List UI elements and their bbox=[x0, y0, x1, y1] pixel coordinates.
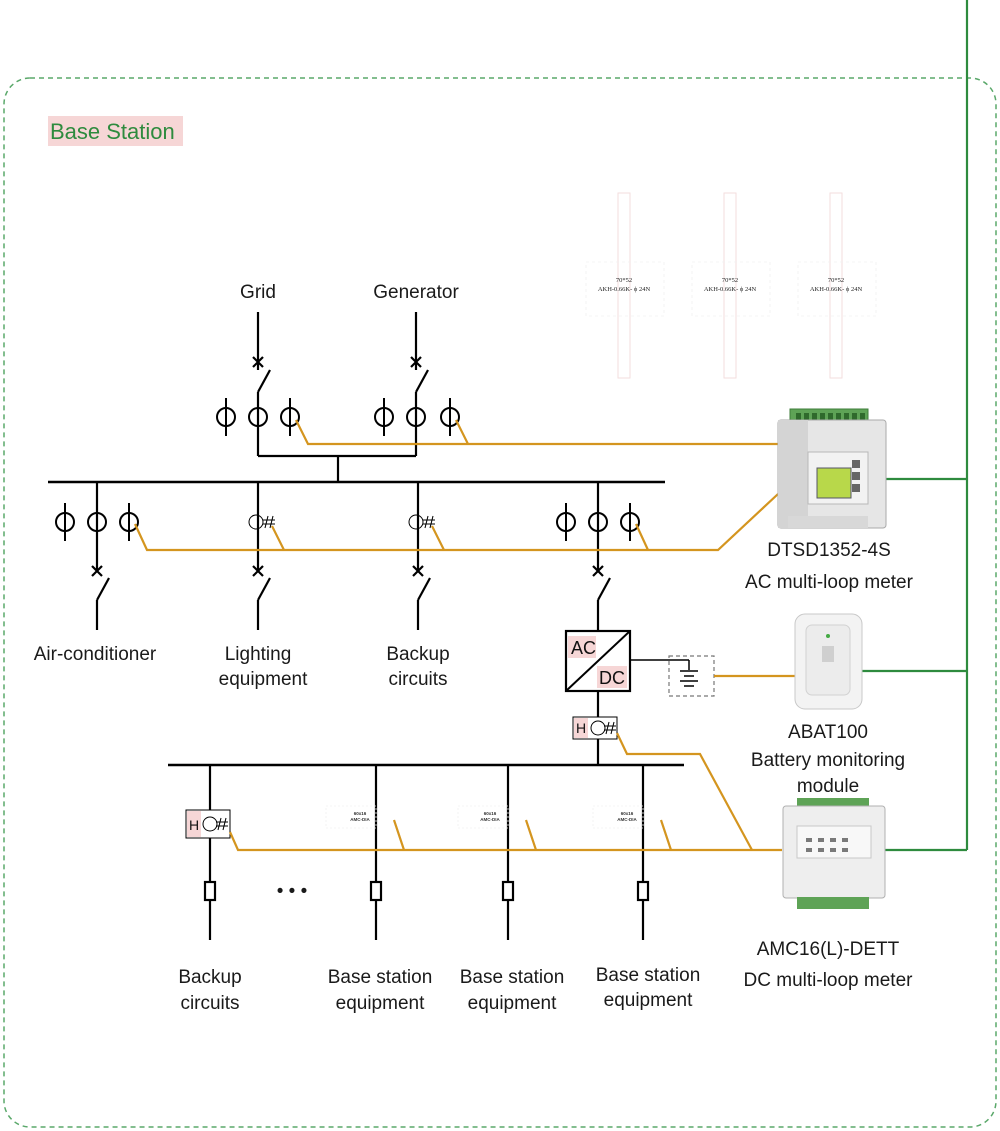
rectifier-ct-set bbox=[556, 503, 640, 541]
grid-ct-set bbox=[216, 398, 300, 436]
svg-text:AMC-DIA: AMC-DIA bbox=[617, 817, 637, 822]
svg-text:AMC-DIA: AMC-DIA bbox=[350, 817, 370, 822]
abat-desc-label-line1: Battery monitoring bbox=[751, 750, 905, 771]
diagram-title: Base Station bbox=[50, 119, 175, 144]
lighting-label-line1: Lighting bbox=[225, 644, 292, 665]
backup-dc-label-line1: Backup bbox=[178, 967, 241, 988]
abat-model-label: ABAT100 bbox=[788, 722, 868, 743]
air-conditioner-ct-set bbox=[55, 503, 139, 541]
svg-text:AKH-0.66K- ϕ 24N: AKH-0.66K- ϕ 24N bbox=[598, 286, 651, 293]
dc-sensor-placeholder-2: 60x16 AMC-DIA bbox=[457, 805, 509, 829]
dc-sensor-placeholder-1: 60x16 AMC-DIA bbox=[325, 805, 377, 829]
amc16-device bbox=[782, 798, 886, 909]
backup-ac-ct bbox=[408, 514, 435, 530]
backup-ac-label-line1: Backup bbox=[386, 644, 449, 665]
ac-dc-converter: AC DC bbox=[564, 629, 632, 693]
base-station-2-label-line1: Base station bbox=[460, 967, 565, 988]
svg-text:60x16: 60x16 bbox=[484, 811, 497, 816]
dc-sensor-placeholder-3: 60x16 AMC-DIA bbox=[592, 805, 644, 829]
ct-placeholder-2: 70*52 AKH-0.66K- ϕ 24N bbox=[691, 192, 771, 379]
ct-placeholder-1: 70*52 AKH-0.66K- ϕ 24N bbox=[585, 192, 665, 379]
svg-text:70*52: 70*52 bbox=[722, 277, 738, 284]
dc-ellipsis: • • • bbox=[277, 881, 308, 902]
backup-ac-label-line2: circuits bbox=[388, 669, 447, 690]
grid-label: Grid bbox=[240, 282, 276, 303]
converter-ac-label: AC bbox=[571, 638, 596, 658]
svg-text:60x16: 60x16 bbox=[621, 811, 634, 816]
amc-desc-label: DC multi-loop meter bbox=[744, 970, 914, 991]
base-station-1-label-line1: Base station bbox=[328, 967, 433, 988]
base-station-3-label-line2: equipment bbox=[604, 990, 693, 1011]
base-station-1-label-line2: equipment bbox=[336, 993, 425, 1014]
converter-dc-label: DC bbox=[599, 668, 625, 688]
abat-desc-label-line2: module bbox=[797, 776, 859, 797]
base-station-boundary bbox=[3, 77, 997, 1128]
dc-main-hall-sensor: H bbox=[572, 716, 618, 740]
svg-text:H: H bbox=[189, 817, 199, 833]
air-conditioner-label: Air-conditioner bbox=[34, 644, 157, 665]
dc-branches bbox=[203, 765, 650, 940]
svg-text:70*52: 70*52 bbox=[616, 277, 632, 284]
svg-text:H: H bbox=[576, 720, 586, 736]
generator-label: Generator bbox=[373, 282, 459, 303]
base-station-2-label-line2: equipment bbox=[468, 993, 557, 1014]
svg-text:AMC-DIA: AMC-DIA bbox=[480, 817, 500, 822]
svg-text:60x16: 60x16 bbox=[354, 811, 367, 816]
svg-text:AKH-0.66K- ϕ 24N: AKH-0.66K- ϕ 24N bbox=[810, 286, 863, 293]
ac-branches bbox=[91, 482, 611, 630]
abat100-device bbox=[794, 613, 863, 710]
measurement-wiring bbox=[134, 419, 795, 852]
lighting-ct bbox=[248, 514, 275, 530]
battery-bank bbox=[630, 655, 715, 697]
base-station-3-label-line1: Base station bbox=[596, 965, 701, 986]
comm-bus bbox=[862, 0, 969, 852]
incomer-circuits bbox=[252, 312, 429, 482]
ct-placeholder-3: 70*52 AKH-0.66K- ϕ 24N bbox=[797, 192, 877, 379]
backup-dc-label-line2: circuits bbox=[180, 993, 239, 1014]
backup-dc-hall-sensor: H bbox=[185, 809, 231, 839]
lighting-label-line2: equipment bbox=[219, 669, 308, 690]
amc-model-label: AMC16(L)-DETT bbox=[757, 939, 900, 960]
svg-text:AKH-0.66K- ϕ 24N: AKH-0.66K- ϕ 24N bbox=[704, 286, 757, 293]
dtsd1352-device bbox=[777, 408, 887, 529]
title-highlight bbox=[48, 116, 183, 146]
generator-ct-set bbox=[374, 398, 460, 436]
svg-text:70*52: 70*52 bbox=[828, 277, 844, 284]
dtsd-model-label: DTSD1352-4S bbox=[767, 540, 891, 561]
dtsd-desc-label: AC multi-loop meter bbox=[745, 572, 914, 593]
